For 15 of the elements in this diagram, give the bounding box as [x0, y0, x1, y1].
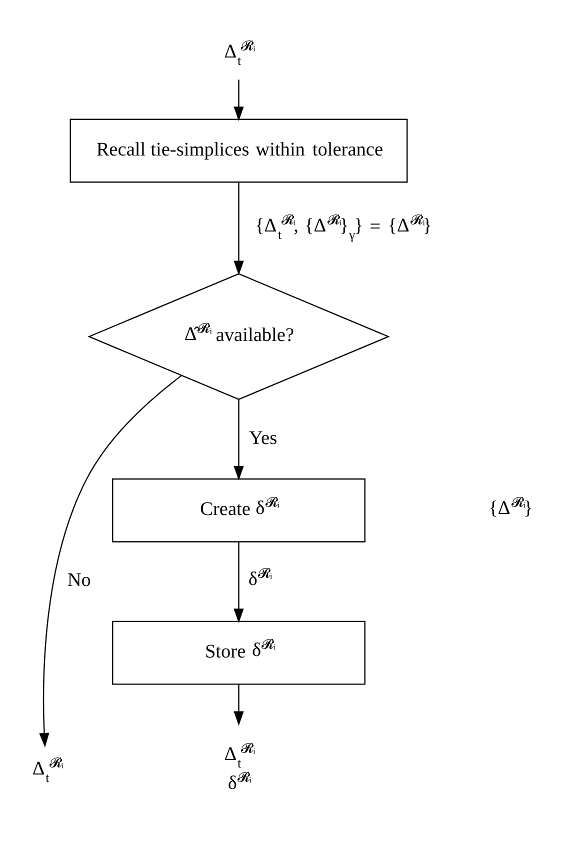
- label: {Δ$^{𝓡ᵢ}$}: [488, 494, 533, 518]
- arrow: [234, 399, 244, 480]
- edge-label: No: [67, 570, 91, 591]
- node-box: Create δ$^{𝓡ᵢ}$: [112, 478, 366, 542]
- edge-label: δ$^{𝓡ᵢ}$: [248, 564, 272, 590]
- arrow: [234, 79, 244, 121]
- arrow: [39, 374, 182, 747]
- node-box: Recall tie-simplices within tolerance: [70, 118, 408, 182]
- edge-label: {Δ$_{t}$$^{𝓡ᵢ}$, {Δ$^{𝓡ᵢ}$}$_{γ}$} = {Δ$^{𝓡ᵢ}$}: [255, 211, 432, 242]
- node-diamond: Δ̂$^{𝓡ᵢ}$ available?: [88, 272, 390, 400]
- arrow: [234, 541, 244, 623]
- arrow: [234, 182, 244, 275]
- arrow: [234, 684, 244, 726]
- node-box: Store δ$^{𝓡ᵢ}$: [112, 620, 366, 684]
- edge-label: Yes: [249, 427, 278, 448]
